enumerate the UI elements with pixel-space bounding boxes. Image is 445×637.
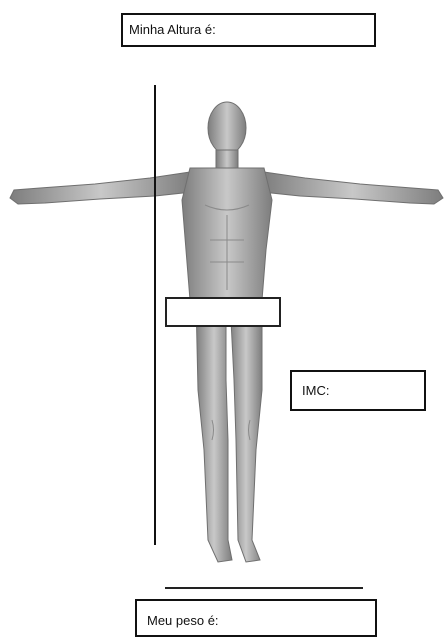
imc-label: IMC:: [302, 383, 329, 398]
figure-head: [208, 102, 246, 154]
height-measure-line: [154, 85, 156, 545]
height-label: Minha Altura é:: [129, 22, 216, 37]
weight-field[interactable]: Meu peso é:: [135, 599, 377, 637]
figure-cover-box: [165, 297, 281, 327]
figure-right-leg: [230, 300, 262, 562]
height-field[interactable]: Minha Altura é:: [121, 13, 376, 47]
figure-right-arm: [262, 172, 443, 204]
imc-field[interactable]: IMC:: [290, 370, 426, 411]
figure-left-leg: [196, 300, 232, 562]
figure-left-arm: [10, 172, 192, 204]
figure-neck: [216, 150, 238, 170]
weight-measure-line: [165, 587, 363, 589]
weight-label: Meu peso é:: [147, 613, 219, 628]
